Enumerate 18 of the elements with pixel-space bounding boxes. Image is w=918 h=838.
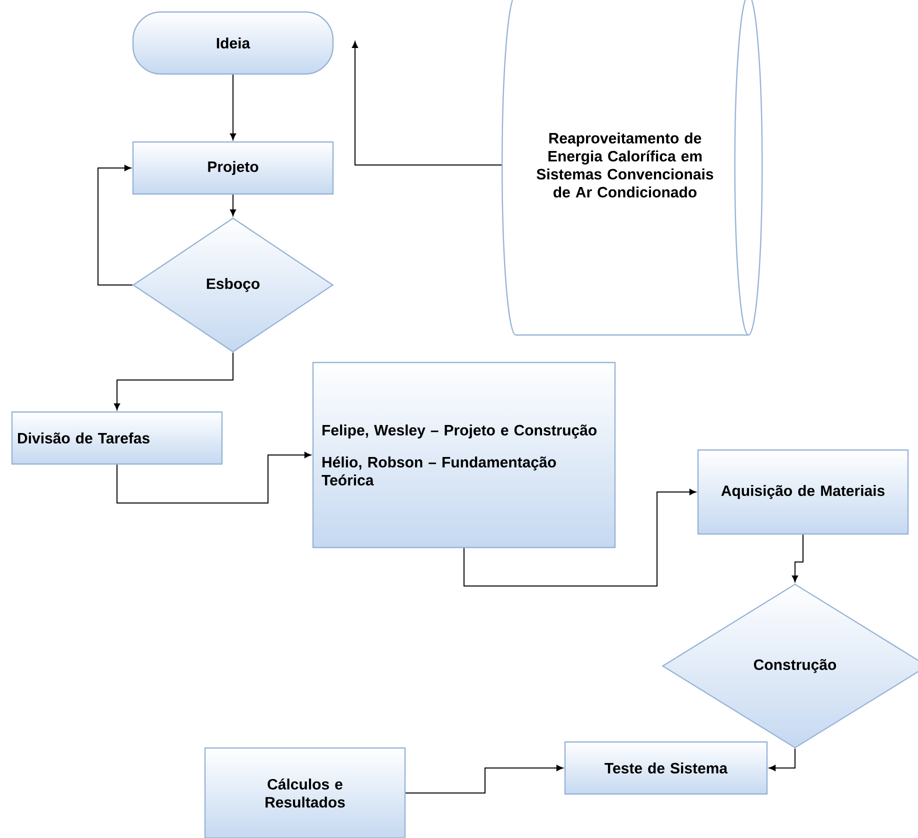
arrow (464, 488, 696, 586)
arrow (114, 352, 234, 410)
arrow (352, 41, 502, 166)
arrow (230, 74, 236, 140)
process-box: Aquisição de Materiais (697, 449, 909, 535)
process-box: Projeto (132, 141, 334, 195)
process-box: Teste de Sistema (564, 741, 768, 795)
arrow (792, 534, 804, 582)
process-box: Felipe, Wesley – Projeto e Construção Hélio, Robson – Fundamentação Teórica (312, 362, 616, 548)
arrow (405, 764, 564, 794)
process-box: Cálculos e Resultados (204, 747, 406, 838)
arrow (768, 748, 796, 772)
arrow (116, 452, 312, 504)
process-box: Divisão de Tarefas (11, 411, 223, 465)
arrow (98, 164, 133, 286)
terminal-box: Ideia (132, 11, 334, 75)
storage-cylinder: Reaproveitamento de Energia Calorífica em Sistemas Convencionais de Ar Condicionado (502, 0, 763, 336)
arrow (230, 194, 236, 216)
